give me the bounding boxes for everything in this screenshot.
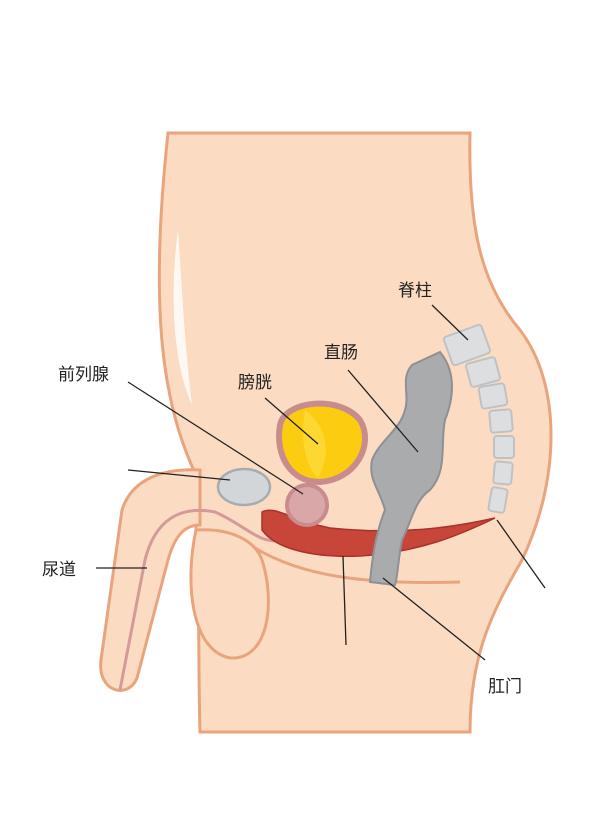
label-rectum: 直肠 [324,343,358,363]
highlight [173,230,192,405]
seminal-vesicle [216,467,272,507]
label-anus: 肛门 [488,677,522,697]
rectum [368,350,453,587]
label-prostate: 前列腺 [58,365,109,385]
spine [442,323,515,514]
scrotum [189,528,270,660]
label-urethra: 尿道 [42,560,76,580]
prostate [285,483,329,527]
urethra-line [118,499,307,691]
bladder-shade [303,410,326,478]
label-bladder: 膀胱 [238,373,272,393]
label-spine: 脊柱 [398,281,432,301]
pelvic-floor-line [254,546,461,584]
penis [99,468,202,692]
leader-lines [96,304,546,661]
